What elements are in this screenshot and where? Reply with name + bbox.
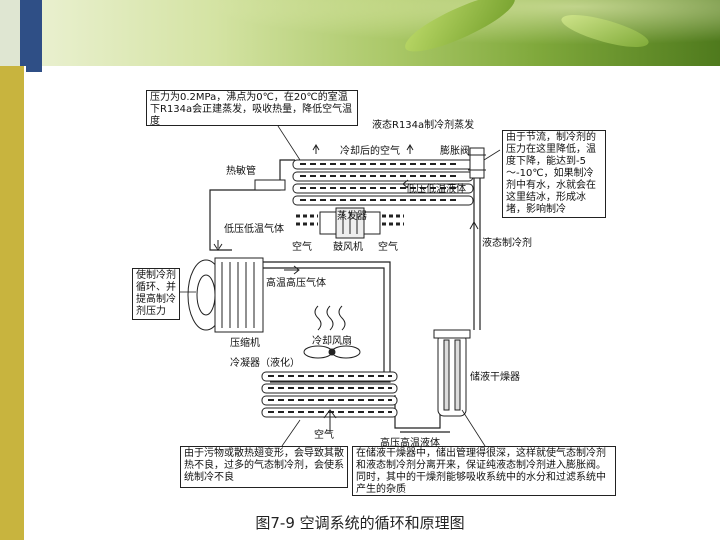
label-liquid-refrigerant: 液态制冷剂 (482, 238, 532, 249)
cooling-fan-shape (303, 305, 361, 359)
arrow-liquid-up (469, 220, 479, 236)
heat-tube-shape (254, 179, 286, 191)
note-compressor: 使制冷剂循环、并提高制冷剂压力 (132, 268, 180, 320)
label-air-left: 空气 (292, 242, 312, 253)
note-expansion-valve: 由于节流，制冷剂的压力在这里降低，温度下降，能达到-5～-10℃，如果制冷剂中有… (502, 130, 606, 218)
label-evaporator: 蒸发器 (337, 211, 367, 222)
arrow-cooled-air-1 (312, 144, 320, 154)
label-high-pressure-liquid: 高压高温液体 (380, 438, 440, 449)
label-receiver-drier: 储液干燥器 (470, 372, 520, 383)
note-evaporator-physics: 压力为0.2MPa，沸点为0℃，在20℃的室温下R134a会正建蒸发，吸收热量，… (146, 90, 358, 127)
banner-left-block (0, 0, 20, 66)
label-gas-evaporate: 液态R134a制冷剂蒸发 (372, 120, 475, 131)
label-compressor: 压缩机 (230, 338, 260, 349)
figure-caption: 图7-9 空调系统的循环和原理图 (255, 514, 465, 532)
label-cooling-fan: 冷却风扇 (312, 336, 352, 347)
label-low-pressure-liquid: 低压低温液体 (406, 184, 466, 195)
arrow-hp-gas (284, 265, 300, 275)
note-receiver-drier: 在储液干燥器中，储出管理得很深，这样就使气态制冷剂和液态制冷剂分离开来，保证纯液… (352, 446, 616, 496)
pipe-compressor-out (262, 261, 391, 383)
arrow-low-liquid (402, 179, 418, 189)
arrow-left-down (213, 240, 223, 251)
label-blower: 鼓风机 (333, 242, 363, 253)
banner-blue-bar (20, 0, 42, 66)
label-heat-tube: 热敏管 (226, 166, 256, 177)
expansion-valve-shape (468, 147, 486, 179)
label-cooled-air: 冷却后的空气 (340, 146, 400, 157)
pipe-condenser-out (394, 395, 441, 429)
receiver-drier-shape (433, 329, 471, 417)
label-low-pressure-gas: 低压低温气体 (224, 224, 284, 235)
condenser-coil (261, 371, 398, 418)
note-condenser: 由于污物或散热翅变形，会导致其散热不良，过多的气态制冷剂，会使系统制冷不良 (180, 446, 348, 488)
arrow-cooled-air-2 (406, 144, 414, 154)
label-air-bottom: 空气 (314, 430, 334, 441)
label-expansion-valve: 膨胀阀 (440, 146, 470, 157)
label-high-pressure-gas: 高温高压气体 (266, 278, 326, 289)
label-condenser: 冷凝器（液化） (230, 358, 300, 369)
side-blue-accent (26, 66, 42, 72)
side-strip (0, 66, 24, 540)
pipe-left-vertical (209, 200, 232, 251)
pipe-compressor-out-2 (262, 267, 385, 376)
blower-fan (296, 207, 404, 239)
compressor-shape (187, 257, 264, 333)
air-arrow-up (323, 409, 337, 432)
label-air-right: 空气 (378, 242, 398, 253)
